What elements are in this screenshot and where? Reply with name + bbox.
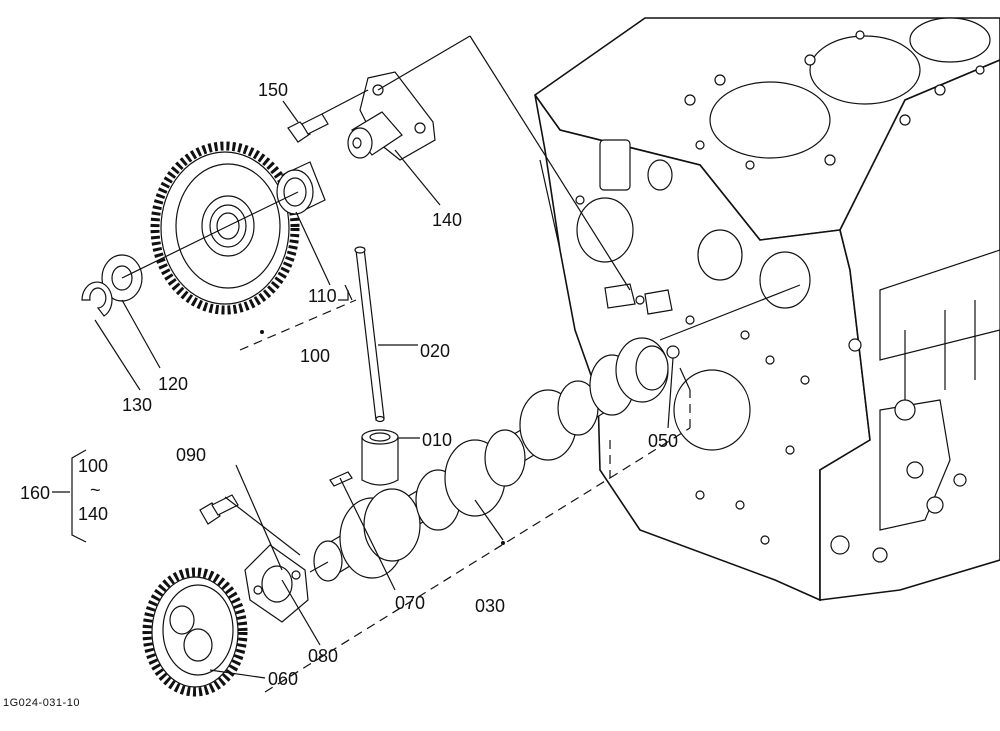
label-060: 060 [268, 669, 298, 689]
label-130: 130 [122, 395, 152, 415]
part-labels: 150 140 110 100 020 120 130 010 050 090 … [20, 80, 678, 689]
check-ball [666, 345, 680, 359]
label-090: 090 [176, 445, 206, 465]
label-120: 120 [158, 374, 188, 394]
push-rod [354, 246, 385, 423]
shaft-bolt [287, 113, 329, 143]
cam-gear [142, 567, 248, 697]
label-080: 080 [308, 646, 338, 666]
label-110: 110 [308, 286, 337, 306]
dot-marker [501, 541, 505, 545]
camshaft [313, 337, 669, 582]
figure-code: 1G024-031-10 [3, 697, 80, 709]
label-050: 050 [648, 431, 678, 451]
label-030: 030 [475, 596, 505, 616]
idle-gear-bushing [276, 161, 326, 215]
label-140: 140 [432, 210, 462, 230]
label-070: 070 [395, 593, 425, 613]
label-150: 150 [258, 80, 288, 100]
dot-marker [260, 330, 264, 334]
camshaft-stopper [244, 544, 309, 623]
label-range-from: 100 [78, 456, 108, 476]
label-range-separator: ~ [90, 480, 101, 500]
engine-block [533, 17, 1000, 602]
leader-lines [52, 35, 801, 693]
idle-gear-shaft [347, 71, 436, 161]
label-010: 010 [422, 430, 452, 450]
tappet [361, 429, 399, 486]
label-100: 100 [300, 346, 330, 366]
label-range-to: 140 [78, 504, 108, 524]
label-020: 020 [420, 341, 450, 361]
circlip [81, 281, 113, 317]
label-160: 160 [20, 483, 50, 503]
stopper-bolt [199, 494, 239, 525]
